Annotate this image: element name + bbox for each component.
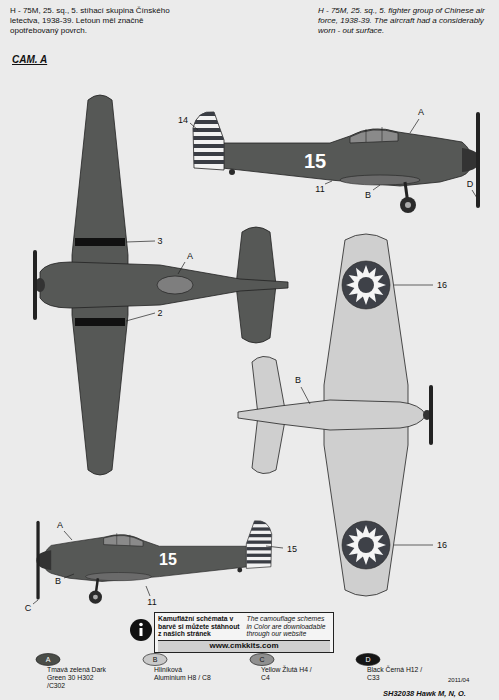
swatch-letter: B: [153, 655, 158, 663]
callout-letter: C: [25, 603, 32, 613]
callout-number: 16: [437, 280, 447, 290]
swatch-letter: C: [259, 655, 264, 663]
note-english: H - 75M, 25. sq., 5. fighter group of Ch…: [318, 6, 494, 36]
callout-letter: A: [187, 251, 193, 261]
fuselage-number: 15: [304, 150, 326, 173]
kit-code: SH32038 Hawk M, N, O.: [383, 690, 466, 699]
callout-number: 11: [315, 184, 324, 194]
legend-text: Black Černá H12 / C33: [367, 666, 427, 682]
callout-number: 15: [287, 544, 297, 554]
info-text: The camouflage schemes in Color are down…: [247, 615, 331, 638]
print-date: 2011/04: [448, 677, 469, 684]
info-icon: [130, 619, 152, 641]
info-box: Kamuflážní schémata v barvě si můžete st…: [154, 612, 334, 653]
callout-number: 3: [157, 236, 162, 246]
side-view-left: [36, 521, 274, 604]
callout-number: 11: [147, 597, 156, 607]
leader-lines: [33, 119, 477, 604]
callout-letter: B: [55, 576, 61, 586]
side-view-right: [190, 112, 480, 213]
legend-text: Yellow Žlutá H4 / C4: [261, 666, 321, 682]
note-czech: H - 75M, 25. sq., 5. stíhací skupina Čín…: [10, 6, 188, 36]
color-swatch: [250, 654, 274, 666]
legend-text: Tmavá zelená Dark Green 30 H302 /C302: [47, 666, 107, 689]
fuselage-number: 15: [159, 551, 177, 569]
callout-number: 2: [157, 308, 162, 318]
swatch-letter: D: [365, 655, 370, 663]
color-swatch: [36, 654, 60, 666]
info-text: Kamuflážní schémata v barvě si můžete st…: [158, 615, 242, 638]
callout-letter: B: [365, 190, 371, 200]
color-swatch: [356, 654, 380, 666]
swatch-letter: A: [46, 655, 51, 663]
color-swatch: [143, 654, 167, 666]
callout-letter: D: [467, 179, 474, 189]
legend-text: Hliníková Aluminium H8 / C8: [154, 666, 214, 682]
callout-letter: A: [418, 107, 424, 117]
callout-letter: A: [57, 520, 63, 530]
callout-number: 14: [178, 115, 188, 125]
info-text: www.cmkkits.com: [158, 640, 330, 652]
callout-letter: B: [295, 375, 301, 385]
scheme-heading: CAM. A: [12, 54, 47, 66]
callout-number: 16: [437, 540, 447, 550]
